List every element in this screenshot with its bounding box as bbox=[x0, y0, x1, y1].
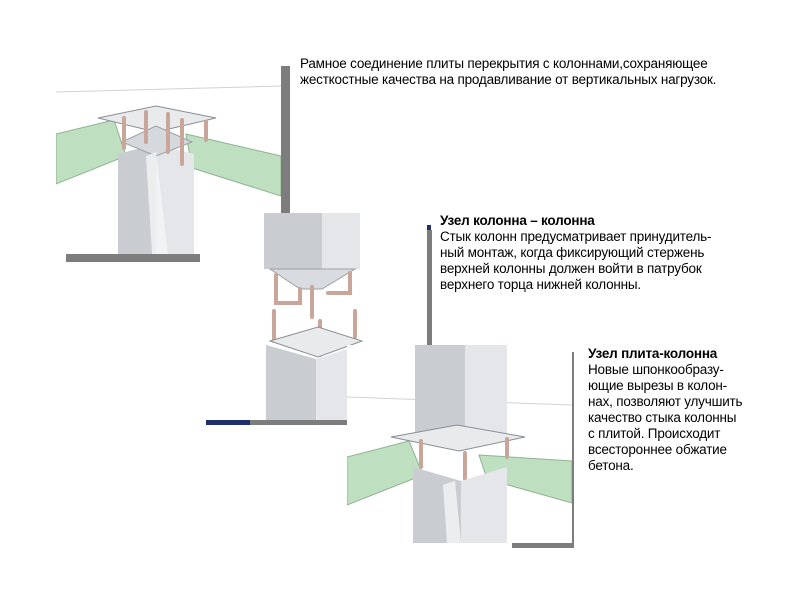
caption-line: ный монтаж, когда фиксирующий стержень bbox=[440, 245, 705, 260]
caption-line: Рамное соединение плиты перекрытия с кол… bbox=[300, 56, 708, 71]
caption-line: Стык колонн предусматривает принудитель- bbox=[440, 229, 712, 244]
caption-line: с плитой. Происходит bbox=[588, 426, 721, 441]
caption-line: Новые шпонкообразу- bbox=[588, 362, 724, 377]
illustration-slab-column-joint bbox=[347, 345, 572, 543]
caption-line: верхней колонны должен войти в патрубок bbox=[440, 261, 702, 276]
caption-line: нах, позволяют улучшить bbox=[588, 394, 743, 409]
caption-line: ющие вырезы в колон- bbox=[588, 378, 727, 393]
caption-line: верхнего торца нижней колонны. bbox=[440, 277, 641, 292]
caption-title: Узел колонна – колонна bbox=[440, 213, 595, 228]
illustration-slab-column-frame bbox=[56, 56, 281, 254]
caption-column-column: Узел колонна – колонна Стык колонн преду… bbox=[440, 213, 770, 293]
caption-title: Узел плита-колонна bbox=[588, 346, 718, 361]
caption-slab-column: Узел плита-колонна Новые шпонкообразу- ю… bbox=[588, 346, 788, 474]
caption-line: качество стыка колонны bbox=[588, 410, 737, 425]
caption-frame-joint: Рамное соединение плиты перекрытия с кол… bbox=[300, 56, 770, 88]
caption-line: всестороннее обжатие bbox=[588, 442, 727, 457]
caption-line: бетона. bbox=[588, 458, 634, 473]
caption-line: жесткостные качества на продавливание от… bbox=[300, 72, 717, 87]
